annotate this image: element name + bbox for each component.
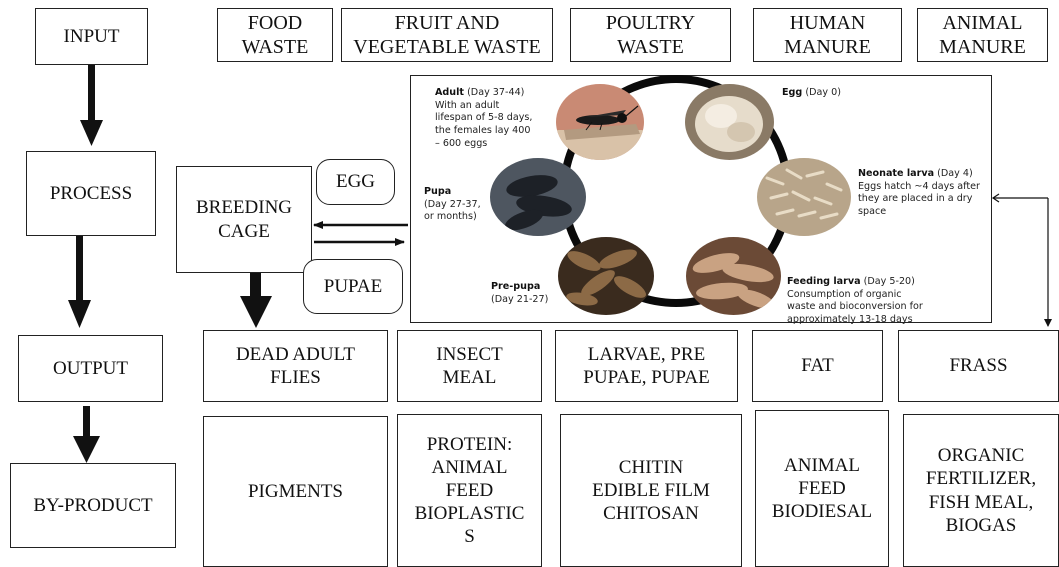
output-frass: FRASS [898, 330, 1059, 402]
label-adult: Adult (Day 37-44) With an adult lifespan … [435, 87, 565, 150]
byproduct-pigments: PIGMENTS [203, 416, 388, 567]
adult-title: Adult [435, 87, 464, 98]
prepupa-title: Pre-pupa [491, 281, 540, 292]
feeding-title: Feeding larva [787, 276, 861, 287]
output-insect-meal: INSECT MEAL [397, 330, 542, 402]
adult-fly-photo [556, 84, 644, 160]
neonate-larva-photo [757, 158, 851, 236]
arrow-output-to-byproduct [73, 406, 100, 463]
output-larvae-prepupae-pupae: LARVAE, PRE PUPAE, PUPAE [555, 330, 738, 402]
feeding-day: (Day 5-20) [864, 276, 915, 287]
egg-day: (Day 0) [805, 87, 841, 98]
label-pre-pupa: Pre-pupa (Day 21-27) [491, 281, 548, 306]
byproduct-chitin: CHITIN EDIBLE FILM CHITOSAN [560, 414, 742, 567]
arrow-cage-to-dead-flies [240, 273, 272, 328]
egg-photo [685, 84, 774, 160]
pre-pupa-photo [558, 237, 654, 315]
pupa-title: Pupa [424, 186, 451, 197]
label-egg: Egg (Day 0) [782, 87, 841, 100]
neonate-title: Neonate larva [858, 168, 934, 179]
byproduct-organic-fertilizer: ORGANIC FERTILIZER, FISH MEAL, BIOGAS [903, 414, 1059, 567]
pupa-photo [490, 158, 586, 236]
label-pupa: Pupa (Day 27-37, or months) [424, 186, 481, 224]
output-fat: FAT [752, 330, 883, 402]
output-dead-adult-flies: DEAD ADULT FLIES [203, 330, 388, 402]
prepupa-day: (Day 21-27) [491, 294, 548, 305]
egg-title: Egg [782, 87, 802, 98]
feeding-larva-photo [686, 237, 781, 315]
byproduct-protein: PROTEIN: ANIMAL FEED BIOPLASTIC S [397, 414, 542, 567]
label-feeding-larva: Feeding larva (Day 5-20) Consumption of o… [787, 276, 987, 327]
neonate-day: (Day 4) [937, 168, 973, 179]
byproduct-animal-feed: ANIMAL FEED BIODIESAL [755, 410, 889, 567]
neonate-desc: Eggs hatch ~4 days after they are placed… [858, 181, 980, 217]
pupa-day: (Day 27-37, or months) [424, 199, 481, 223]
adult-day: (Day 37-44) [467, 87, 524, 98]
arrow-process-to-output [68, 236, 91, 328]
adult-desc: With an adult lifespan of 5-8 days, the … [435, 100, 532, 149]
label-neonate-larva: Neonate larva (Day 4) Eggs hatch ~4 days … [858, 168, 991, 219]
arrow-input-to-process [80, 65, 103, 146]
feeding-desc: Consumption of organic waste and bioconv… [787, 289, 923, 325]
connector-panel-to-frass [993, 194, 1048, 326]
